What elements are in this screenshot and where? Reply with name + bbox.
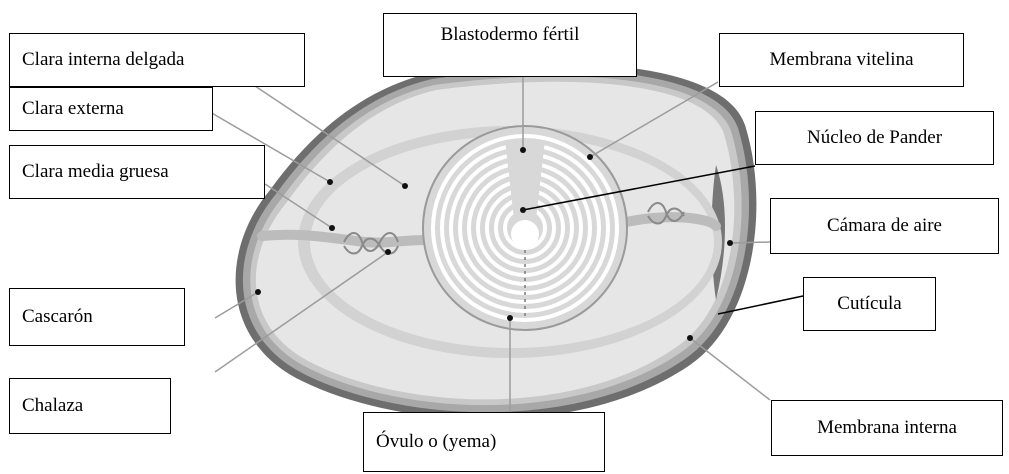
label-chalaza: Chalaza bbox=[9, 378, 171, 434]
label-membrana-vitelina: Membrana vitelina bbox=[719, 33, 964, 87]
label-membrana-interna: Membrana interna bbox=[771, 400, 1003, 456]
label-camara-de-aire: Cámara de aire bbox=[770, 198, 999, 254]
label-blastodermo-fertil: Blastodermo fértil bbox=[383, 13, 637, 77]
label-nucleo-de-pander: Núcleo de Pander bbox=[755, 111, 994, 165]
label-ovulo-yema: Óvulo o (yema) bbox=[363, 412, 605, 472]
nucleo-de-pander-region bbox=[511, 220, 539, 248]
label-clara-media-gruesa: Clara media gruesa bbox=[9, 145, 265, 199]
label-clara-externa: Clara externa bbox=[9, 87, 213, 131]
label-cascaron: Cascarón bbox=[9, 288, 185, 346]
label-clara-interna-delgada: Clara interna delgada bbox=[9, 33, 305, 87]
label-cuticula: Cutícula bbox=[803, 277, 936, 331]
